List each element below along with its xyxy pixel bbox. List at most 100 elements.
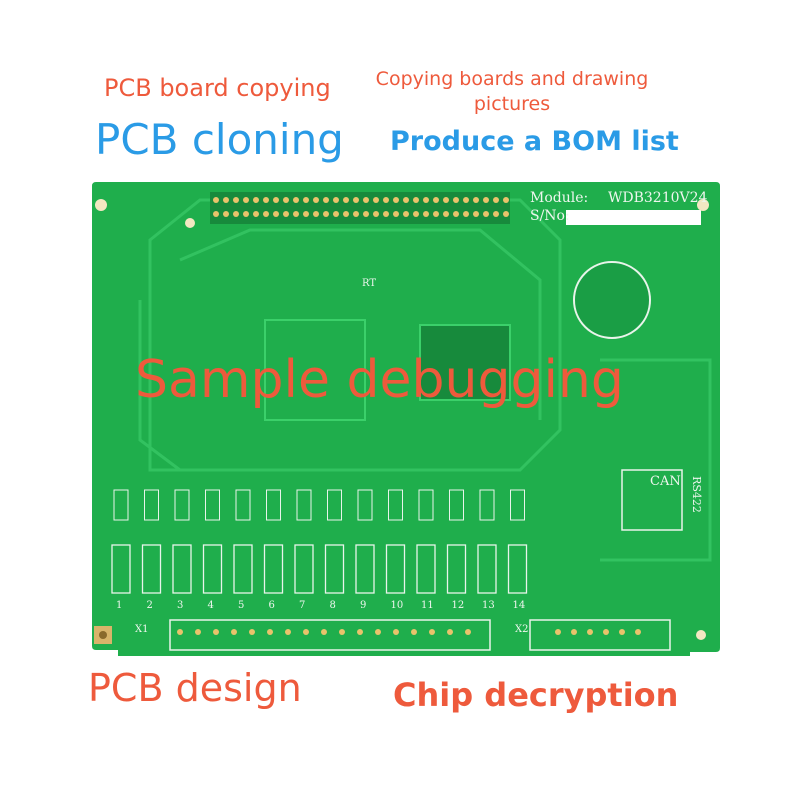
can-label: CAN — [650, 474, 681, 489]
relay-number: 1 — [116, 600, 123, 611]
component-footprint — [174, 489, 190, 521]
header-pin — [243, 197, 249, 203]
header-pin — [313, 211, 319, 217]
x2-label: X2 — [515, 624, 529, 635]
terminal-pin — [285, 629, 291, 635]
header-pin — [493, 211, 499, 217]
relay-footprint — [263, 544, 284, 594]
header-pin — [373, 197, 379, 203]
component-footprint — [510, 489, 525, 521]
component-footprint — [113, 489, 129, 521]
header-pin — [273, 197, 279, 203]
header-pin — [213, 211, 219, 217]
pcb-cloning-text: PCB cloning — [95, 115, 344, 164]
terminal-pin — [213, 629, 219, 635]
header-pin — [323, 211, 329, 217]
relay-footprint — [416, 544, 436, 594]
terminal-pin — [619, 629, 625, 635]
relay-number: 12 — [451, 600, 465, 611]
header-pin — [383, 211, 389, 217]
relay-footprint — [141, 544, 162, 594]
component-footprint — [266, 489, 281, 521]
x1-label: X1 — [135, 624, 149, 635]
serial-number-label: S/No: — [530, 208, 570, 224]
header-pin — [353, 211, 359, 217]
relay-footprint — [507, 544, 528, 594]
component-footprint — [296, 489, 312, 521]
component-footprint — [479, 489, 495, 521]
relay-number: 10 — [390, 600, 404, 611]
relay-footprint — [355, 544, 375, 594]
header-pin — [453, 197, 459, 203]
header-pin — [313, 197, 319, 203]
header-pin — [363, 211, 369, 217]
terminal-pin — [429, 629, 435, 635]
header-pin — [363, 197, 369, 203]
relay-footprint — [172, 544, 192, 594]
terminal-pin — [587, 629, 593, 635]
terminal-pin — [249, 629, 255, 635]
relay-footprint — [477, 544, 497, 594]
terminal-pin — [393, 629, 399, 635]
header-pin — [283, 211, 289, 217]
terminal-pin — [465, 629, 471, 635]
relay-footprint — [233, 544, 253, 594]
relay-footprint — [294, 544, 314, 594]
terminal-pin — [177, 629, 183, 635]
relay-footprint — [446, 544, 467, 594]
relay-number: 2 — [146, 600, 153, 611]
header-pin — [453, 211, 459, 217]
relay-number: 8 — [329, 600, 336, 611]
sample-debugging-text: Sample debugging — [135, 350, 624, 410]
module-label: Module: — [530, 190, 589, 206]
header-pin — [473, 197, 479, 203]
terminal-pin — [375, 629, 381, 635]
terminal-pin — [357, 629, 363, 635]
header-pin — [423, 197, 429, 203]
component-footprint — [449, 489, 464, 521]
pcb-board-copying-text: PCB board copying — [104, 74, 331, 102]
header-pin — [263, 211, 269, 217]
header-pin — [463, 197, 469, 203]
header-pin — [493, 197, 499, 203]
terminal-pin — [339, 629, 345, 635]
header-pin — [423, 211, 429, 217]
header-pin — [323, 197, 329, 203]
rt-label: RT — [362, 278, 377, 289]
terminal-pin — [635, 629, 641, 635]
terminal-pin — [195, 629, 201, 635]
terminal-pin — [555, 629, 561, 635]
terminal-pin — [571, 629, 577, 635]
header-pin — [413, 197, 419, 203]
header-pin — [413, 211, 419, 217]
terminal-pin — [411, 629, 417, 635]
relay-number: 14 — [512, 600, 526, 611]
header-pin — [253, 211, 259, 217]
relay-number: 9 — [360, 600, 367, 611]
terminal-pin — [303, 629, 309, 635]
pcb-design-text: PCB design — [88, 666, 302, 710]
header-pin — [443, 211, 449, 217]
header-pin — [393, 211, 399, 217]
header-pin — [343, 211, 349, 217]
relay-footprint — [324, 544, 345, 594]
component-footprint — [357, 489, 373, 521]
header-pin — [503, 197, 509, 203]
header-pin — [333, 211, 339, 217]
relay-footprint — [385, 544, 406, 594]
relay-number: 11 — [421, 600, 434, 611]
header-pin — [483, 211, 489, 217]
header-pin — [233, 197, 239, 203]
header-pin — [403, 197, 409, 203]
header-pin — [293, 211, 299, 217]
terminal-pin — [447, 629, 453, 635]
component-footprint — [388, 489, 403, 521]
header-pin — [403, 211, 409, 217]
terminal-pin — [321, 629, 327, 635]
header-pin — [263, 197, 269, 203]
header-pin — [303, 211, 309, 217]
component-footprint — [327, 489, 342, 521]
header-pin — [293, 197, 299, 203]
chip-decryption-text: Chip decryption — [393, 676, 679, 714]
